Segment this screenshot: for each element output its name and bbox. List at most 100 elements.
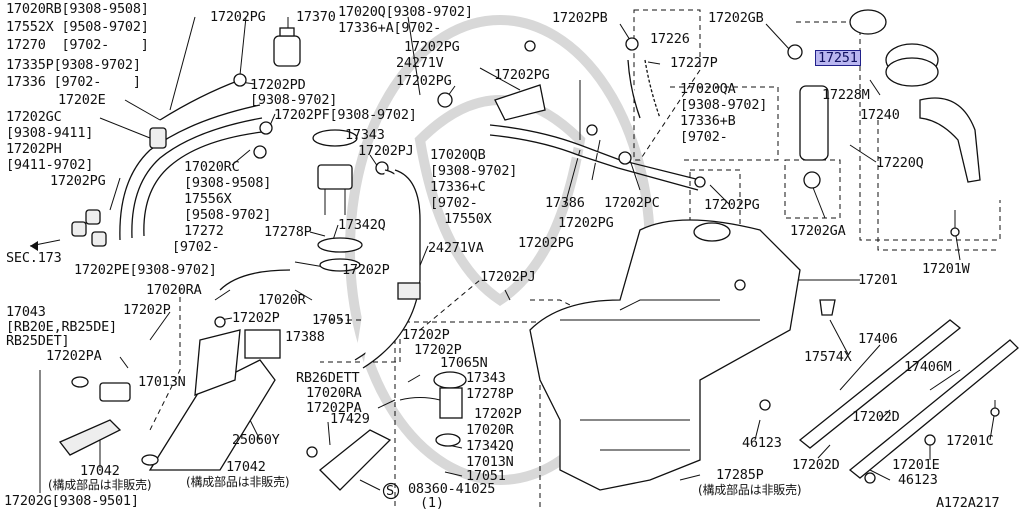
note-not-sold-a: (構成部品は非販売) [48,478,152,492]
label-17020RC: 17020RC [184,159,240,175]
label-46123-b: 46123 [898,472,938,488]
label-17342Q-a: 17342Q [338,217,386,233]
label-range-9308-9702-c: [9308-9702] [430,163,518,179]
label-range-9702-a: [9702- [172,239,220,255]
label-17202PJ-b: 17202PJ [480,269,536,285]
label-17251-highlighted[interactable]: 17251 [815,50,861,66]
pump-bracket-left [58,269,291,471]
label-17285P: 17285P [716,467,764,483]
label-17020RA-a: 17020RA [146,282,202,298]
label-17336-B: 17336+B [680,113,736,129]
label-range-9702-b: [9702- [680,129,728,145]
label-17201: 17201 [858,272,898,288]
group-boxes [149,9,1001,510]
hoses-center-top [437,37,706,191]
label-range-9702-c: [9702- [430,195,478,211]
label-17278P-b: 17278P [466,386,514,402]
vent-hose-17550X [354,169,421,369]
circle-marker-icon [382,482,400,500]
label-17020QB: 17020QB [430,147,486,163]
label-08360-41025: 08360-41025 [408,481,496,497]
tank-straps [759,319,1019,484]
label-17202D-b: 17202D [792,457,840,473]
label-17202P-f: 17202P [474,406,522,422]
sender-unit-17343 [312,129,389,272]
label-17042-b: 17042 [226,459,266,475]
label-rb26dett: RB26DETT [296,370,360,386]
label-17202P-e: 17202P [414,342,462,358]
label-17201W: 17201W [922,261,970,277]
label-17201C: 17201C [946,433,994,449]
label-range-9308-9508: [9308-9508] [184,175,272,191]
label-17202PF: 17202PF[9308-9702] [274,107,417,123]
label-17226: 17226 [650,31,690,47]
label-17227P: 17227P [670,55,718,71]
label-17020RA-b: 17020RA [306,385,362,401]
label-17202D-a: 17202D [852,409,900,425]
note-not-sold-b: (構成部品は非販売) [186,475,290,489]
label-range-9308-9702-b: [9308-9702] [680,97,768,113]
label-17202PG-a: 17202PG [50,173,106,189]
label-17020R-a: 17020R [258,292,306,308]
filter-17370 [233,27,301,159]
label-17202GA: 17202GA [790,223,846,239]
label-17336: 17336 [9702- ] [6,74,141,90]
label-17202PG-c: 17202PG [404,39,460,55]
label-17370: 17370 [296,9,336,25]
filler-neck [787,9,981,237]
label-17013N-b: 17013N [466,454,514,470]
label-17574X: 17574X [804,349,852,365]
label-17020RB: 17020RB[9308-9508] [6,1,149,17]
label-17042-a: 17042 [80,463,120,479]
label-24271V: 24271V [396,55,444,71]
label-range-9411-9702: [9411-9702] [6,157,94,173]
label-17202P-c: 17202P [123,302,171,318]
pump-assembly-center [306,371,467,491]
label-17202PG-h: 17202PG [704,197,760,213]
label-17336-A: 17336+A[9702- [338,20,442,36]
label-17051-b: 17051 [466,468,506,484]
label-range-9308-9411: [9308-9411] [6,125,94,141]
label-range-9308-9702-a: [9308-9702] [250,92,338,108]
label-17342Q-b: 17342Q [466,438,514,454]
label-24271VA: 24271VA [428,240,484,256]
label-17228M: 17228M [822,87,870,103]
leader-lines [39,16,996,493]
label-17020R-b: 17020R [466,422,514,438]
label-17202GC: 17202GC [6,109,62,125]
label-17552X: 17552X [9508-9702] [6,19,149,35]
label-17240: 17240 [860,107,900,123]
note-not-sold-c: (構成部品は非販売) [698,483,802,497]
label-17202P-d: 17202P [402,327,450,343]
label-17386: 17386 [545,195,585,211]
label-17020Q: 17020Q[9308-9702] [338,4,473,20]
label-17201E: 17201E [892,457,940,473]
label-17202PA-b: 17202PA [306,400,362,416]
label-17278P-a: 17278P [264,224,312,240]
label-17202PB: 17202PB [552,10,608,26]
label-17202G: 17202G[9308-9501] [4,493,139,509]
label-17202PC: 17202PC [604,195,660,211]
label-17202PD: 17202PD [250,77,306,93]
label-17272: 17272 [184,223,224,239]
label-17270: 17270 [9702- ] [6,37,149,53]
label-17202GB: 17202GB [708,10,764,26]
label-17202P-a: 17202P [342,262,390,278]
label-rb20e-rb25de: [RB20E,RB25DE] [6,319,117,335]
label-46123-a: 46123 [742,435,782,451]
label-17051-a: 17051 [312,312,352,328]
label-17220Q: 17220Q [876,155,924,171]
label-17388: 17388 [285,329,325,345]
label-25060Y: 25060Y [232,432,280,448]
label-range-9508-9702: [9508-9702] [184,207,272,223]
label-17202PG-g: 17202PG [518,235,574,251]
label-17202PA-a: 17202PA [46,348,102,364]
label-rb25det: RB25DET] [6,333,70,349]
label-17202PE: 17202PE[9308-9702] [74,262,217,278]
label-sec-173: SEC.173 [6,250,62,266]
label-17550X: 17550X [444,211,492,227]
screw-symbol: S [386,483,394,499]
label-17202E: 17202E [58,92,106,108]
